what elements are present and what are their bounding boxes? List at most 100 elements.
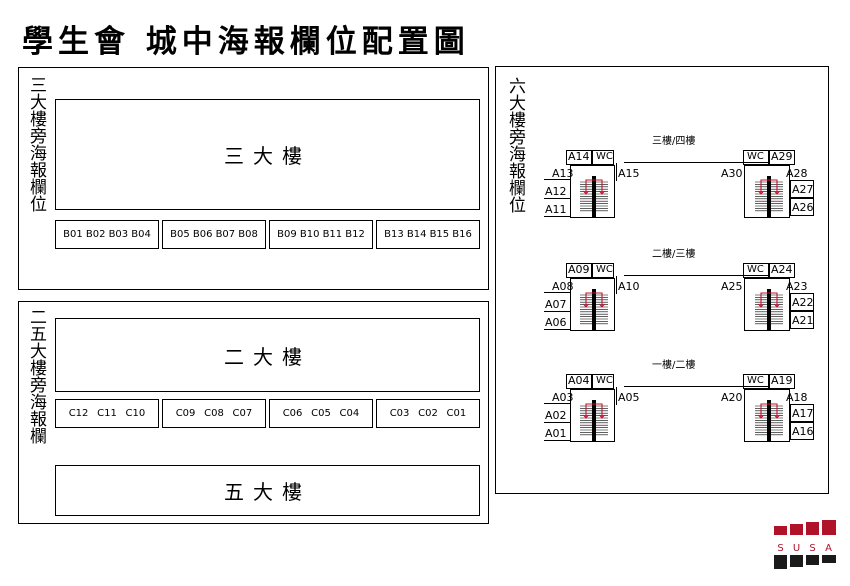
logo-block-red (774, 526, 787, 535)
poster-slot-b01[interactable]: B01 (63, 229, 83, 240)
slot-label-a12[interactable]: A12 (545, 185, 567, 198)
slot-box (790, 404, 814, 422)
stair-icon (580, 176, 608, 218)
logo-block-black (790, 555, 803, 567)
slot-label-a17[interactable]: A17 (792, 407, 814, 420)
poster-slot-c03[interactable]: C03 (389, 408, 410, 419)
logo-block-red (806, 522, 819, 535)
poster-slot-b16[interactable]: B16 (452, 229, 472, 240)
side-label-third: 三大樓旁海報欄位 (26, 76, 46, 212)
poster-slot-b10[interactable]: B10 (299, 229, 320, 240)
c-slot-group: C12 C11 C10 (55, 399, 159, 428)
poster-slot-c04[interactable]: C04 (339, 408, 360, 419)
poster-slot-c10[interactable]: C10 (125, 408, 146, 419)
poster-slot-c07[interactable]: C07 (232, 408, 253, 419)
poster-slot-b05[interactable]: B05 (170, 229, 190, 240)
stair-icon (755, 289, 783, 331)
slot-label-a16[interactable]: A16 (792, 425, 814, 438)
poster-slot-b14[interactable]: B14 (406, 229, 427, 240)
poster-slot-c09[interactable]: C09 (175, 408, 196, 419)
slot-underline (544, 198, 570, 199)
logo-block-black (822, 555, 836, 563)
slot-label-a06[interactable]: A06 (545, 316, 567, 329)
slot-label-a11[interactable]: A11 (545, 203, 567, 216)
slot-label-a28[interactable]: A28 (786, 167, 808, 180)
slot-divider (616, 163, 617, 181)
stair-icon (580, 400, 608, 442)
slot-label-a25[interactable]: A25 (721, 280, 743, 293)
slot-label-a20[interactable]: A20 (721, 391, 743, 404)
wc-box (743, 263, 769, 278)
slot-box-a09[interactable] (566, 263, 592, 278)
slot-label-a27[interactable]: A27 (792, 183, 814, 196)
poster-slot-b15[interactable]: B15 (429, 229, 450, 240)
slot-label-a07[interactable]: A07 (545, 298, 567, 311)
wc-box (743, 374, 769, 389)
slot-label-a03[interactable]: A03 (552, 391, 574, 404)
slot-underline (544, 292, 570, 293)
poster-slot-b06[interactable]: B06 (192, 229, 213, 240)
poster-slot-b04[interactable]: B04 (131, 229, 151, 240)
slot-label-a13[interactable]: A13 (552, 167, 574, 180)
slot-label-a29: A29 (771, 150, 793, 163)
slot-label-a24: A24 (771, 263, 793, 276)
c-slot-group: C03 C02 C01 (376, 399, 480, 428)
stair-icon (755, 400, 783, 442)
slot-label-a30[interactable]: A30 (721, 167, 743, 180)
floor-title: 一樓/二樓 (652, 360, 696, 371)
poster-slot-b03[interactable]: B03 (108, 229, 129, 240)
building-fifth: 五大樓 (55, 465, 480, 516)
slot-box-a19[interactable] (769, 374, 795, 389)
poster-slot-c02[interactable]: C02 (418, 408, 438, 419)
poster-slot-b09[interactable]: B09 (277, 229, 297, 240)
slot-box-a04[interactable] (566, 374, 592, 389)
poster-slot-b13[interactable]: B13 (384, 229, 404, 240)
slot-label-a22[interactable]: A22 (792, 296, 814, 309)
poster-slot-b02[interactable]: B02 (85, 229, 106, 240)
corridor-line (624, 386, 770, 387)
poster-slot-c11[interactable]: C11 (97, 408, 117, 419)
logo-letter: S (777, 543, 783, 554)
slot-box (790, 311, 814, 329)
slot-box-a29[interactable] (769, 150, 795, 165)
building-third: 三大樓 (55, 99, 480, 210)
wc-label: WC (747, 264, 764, 275)
slot-label-a02[interactable]: A02 (545, 409, 567, 422)
logo-letter: U (793, 543, 800, 554)
wc-label: WC (596, 375, 613, 386)
stair-icon (755, 176, 783, 218)
poster-slot-c06[interactable]: C06 (282, 408, 303, 419)
slot-label-a15[interactable]: A15 (618, 167, 640, 180)
poster-slot-b11[interactable]: B11 (322, 229, 343, 240)
slot-label-a10[interactable]: A10 (618, 280, 640, 293)
poster-slot-b12[interactable]: B12 (345, 229, 365, 240)
logo-block-black (806, 555, 819, 565)
slot-box (790, 422, 814, 440)
slot-label-a14: A14 (568, 150, 590, 163)
poster-slot-c12[interactable]: C12 (68, 408, 89, 419)
wc-box (592, 374, 614, 389)
slot-label-a18[interactable]: A18 (786, 391, 808, 404)
poster-slot-b07[interactable]: B07 (215, 229, 236, 240)
slot-label-a01[interactable]: A01 (545, 427, 567, 440)
slot-label-a05[interactable]: A05 (618, 391, 640, 404)
slot-label-a04: A04 (568, 374, 590, 387)
poster-slot-c08[interactable]: C08 (204, 408, 224, 419)
poster-slot-c01[interactable]: C01 (446, 408, 467, 419)
slot-label-a21[interactable]: A21 (792, 314, 814, 327)
poster-slot-c05[interactable]: C05 (311, 408, 331, 419)
side-label-second-fifth: 二五大樓旁海報欄 (26, 308, 46, 444)
slot-box-a24[interactable] (769, 263, 795, 278)
slot-label-a23[interactable]: A23 (786, 280, 808, 293)
slot-label-a26[interactable]: A26 (792, 201, 814, 214)
slot-box-a14[interactable] (566, 150, 592, 165)
slot-underline (544, 329, 570, 330)
poster-slot-b08[interactable]: B08 (238, 229, 258, 240)
slot-underline (544, 216, 570, 217)
slot-divider (616, 276, 617, 294)
slot-label-a08[interactable]: A08 (552, 280, 574, 293)
